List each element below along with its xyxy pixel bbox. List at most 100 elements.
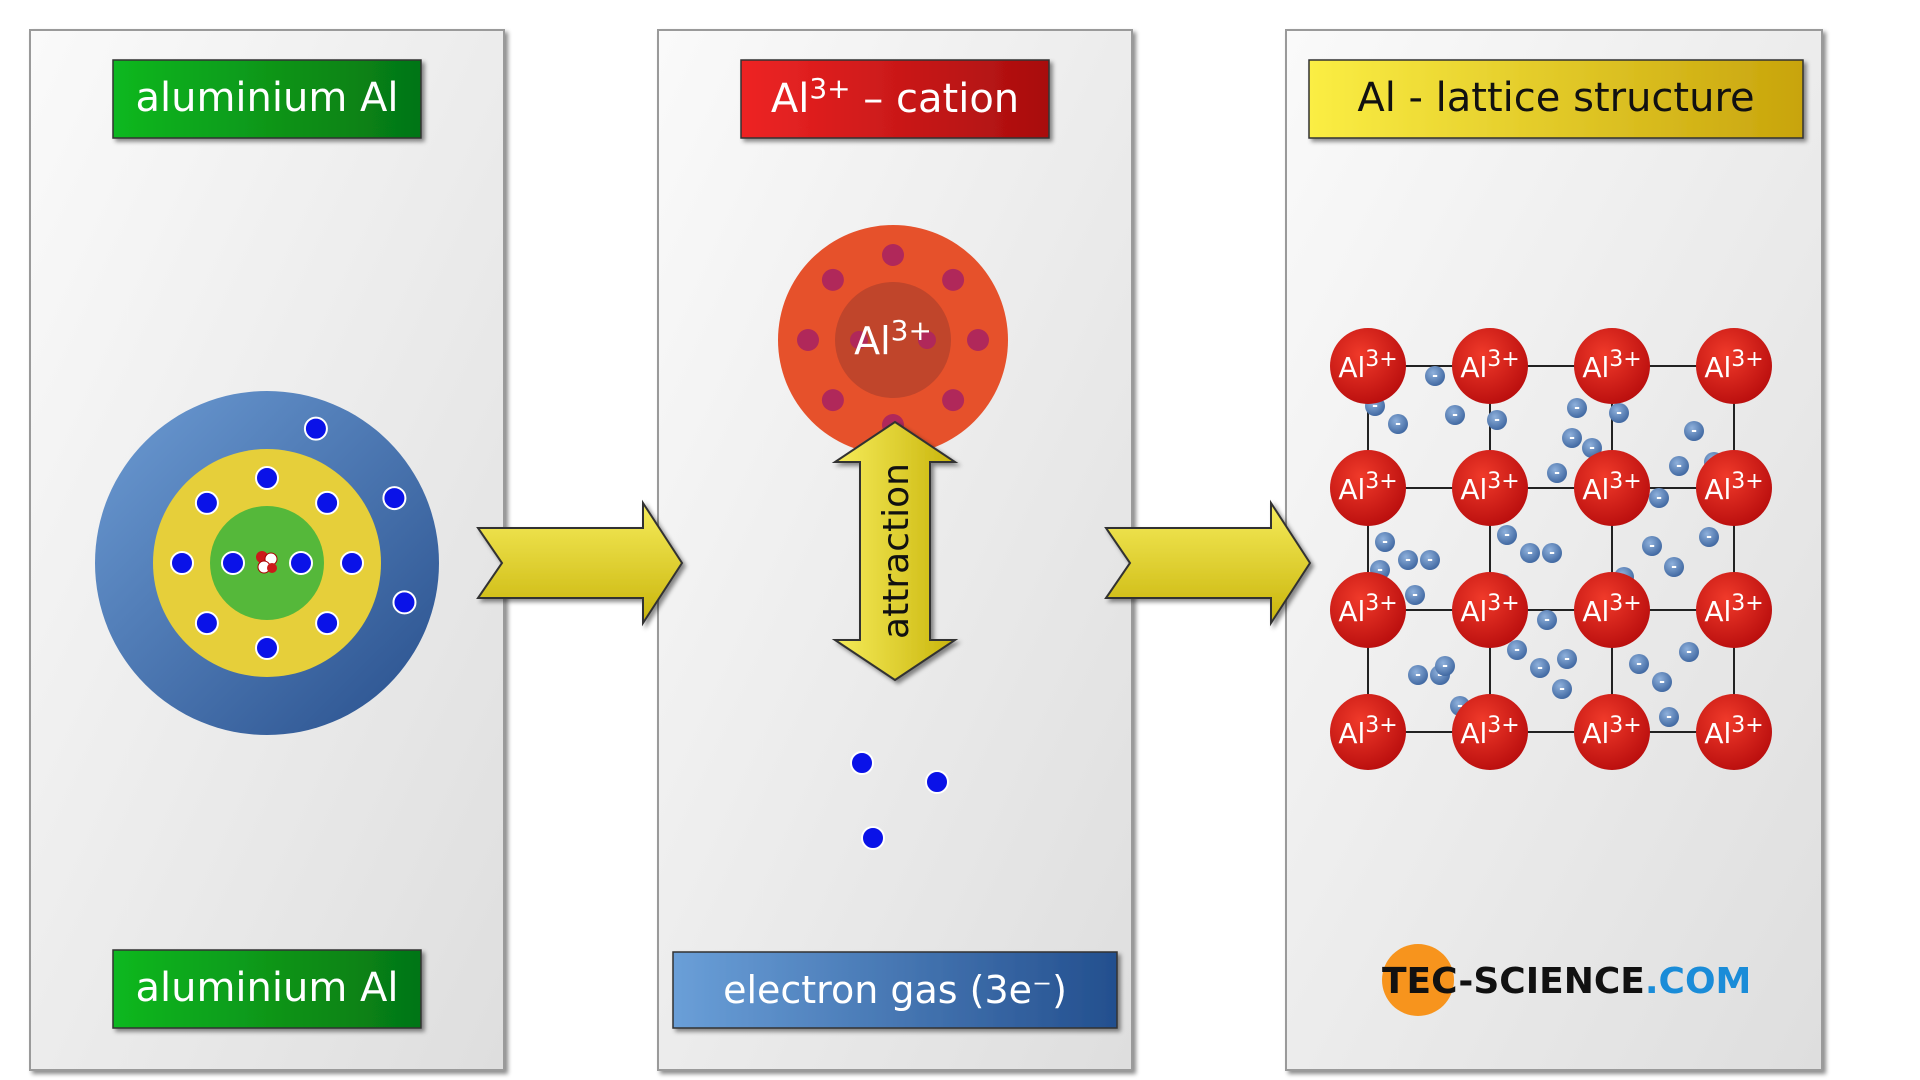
- lattice-ion: Al3+: [1452, 328, 1528, 404]
- lattice-electron: -: [1609, 403, 1629, 423]
- svg-text:-: -: [1549, 545, 1555, 561]
- lattice-electron: -: [1420, 550, 1440, 570]
- title-cation-charge: 3+: [809, 72, 850, 105]
- svg-text:-: -: [1671, 559, 1677, 575]
- svg-text:Al3+: Al3+: [1338, 469, 1397, 506]
- lattice-electron: -: [1425, 366, 1445, 386]
- svg-text:-: -: [1636, 656, 1642, 672]
- lattice-ion: Al3+: [1330, 572, 1406, 648]
- lattice-ion: Al3+: [1696, 694, 1772, 770]
- svg-text:-: -: [1559, 681, 1565, 697]
- cation-electron: [942, 268, 965, 291]
- electron: [392, 590, 417, 615]
- svg-text:-: -: [1452, 407, 1458, 423]
- lattice-electron: -: [1547, 463, 1567, 483]
- electron: [289, 551, 313, 575]
- footer-box-atom: aluminium Al: [112, 949, 422, 1029]
- svg-text:-: -: [1395, 416, 1401, 432]
- svg-text:Al3+: Al3+: [1460, 469, 1519, 506]
- electron: [255, 636, 279, 660]
- svg-text:-: -: [1686, 644, 1692, 660]
- svg-text:Al3+: Al3+: [1704, 347, 1763, 384]
- svg-text:-: -: [1415, 667, 1421, 683]
- tec-science-logo: TEC-SCIENCE.COM: [1382, 944, 1751, 1016]
- logo-orange-circle: [1382, 944, 1454, 1016]
- title-atom: aluminium Al: [135, 75, 398, 121]
- title-cation: Al3+ – cation: [771, 72, 1019, 122]
- svg-text:-: -: [1427, 552, 1433, 568]
- svg-text:-: -: [1574, 400, 1580, 416]
- svg-text:-: -: [1569, 430, 1575, 446]
- cation-electron: [882, 244, 904, 266]
- electron: [255, 466, 279, 490]
- svg-text:-: -: [1405, 552, 1411, 568]
- lattice-electron: -: [1642, 536, 1662, 556]
- cation-inner-electron: [850, 331, 868, 349]
- svg-text:Al3+: Al3+: [1582, 591, 1641, 628]
- lattice-electron: -: [1435, 656, 1455, 676]
- electron: [194, 611, 219, 636]
- svg-text:-: -: [1616, 405, 1622, 421]
- electron: [221, 551, 245, 575]
- lattice-ion: Al3+: [1330, 328, 1406, 404]
- free-electrons: [850, 751, 949, 850]
- free-electron: [850, 751, 874, 775]
- svg-text:Al3+: Al3+: [1460, 347, 1519, 384]
- lattice-structure: ----------------------------------------…: [1330, 328, 1772, 770]
- lattice-electron: -: [1629, 654, 1649, 674]
- svg-text:-: -: [1659, 674, 1665, 690]
- lattice-electron: -: [1375, 532, 1395, 552]
- title-box-cation: Al3+ – cation: [740, 59, 1050, 139]
- lattice-electron: -: [1552, 679, 1572, 699]
- svg-text:-: -: [1457, 698, 1463, 714]
- svg-text:Al3+: Al3+: [1338, 713, 1397, 750]
- svg-text:-: -: [1589, 440, 1595, 456]
- free-electron: [861, 826, 885, 850]
- svg-text:-: -: [1706, 529, 1712, 545]
- lattice-electron: -: [1582, 438, 1602, 458]
- lattice-ion: Al3+: [1574, 328, 1650, 404]
- title-lattice: Al - lattice structure: [1357, 75, 1754, 121]
- lattice-ion: Al3+: [1574, 572, 1650, 648]
- cation-electron: [821, 389, 844, 412]
- svg-text:-: -: [1514, 642, 1520, 658]
- svg-text:-: -: [1666, 709, 1672, 725]
- cation-electron: [797, 329, 819, 351]
- footer-box-cation: electron gas (3e⁻): [672, 951, 1118, 1029]
- svg-text:-: -: [1494, 412, 1500, 428]
- lattice-electron: -: [1497, 525, 1517, 545]
- lattice-electron: -: [1562, 428, 1582, 448]
- lattice-electron: -: [1567, 398, 1587, 418]
- svg-text:-: -: [1442, 658, 1448, 674]
- cation-ion-label: Al3+: [854, 314, 932, 363]
- lattice-ion: Al3+: [1452, 694, 1528, 770]
- svg-text:Al3+: Al3+: [1582, 469, 1641, 506]
- svg-text:Al3+: Al3+: [1460, 591, 1519, 628]
- title-cation-rest: – cation: [851, 76, 1020, 122]
- lattice-electron: -: [1679, 642, 1699, 662]
- cation-electron: [821, 268, 844, 291]
- lattice-electron: -: [1388, 414, 1408, 434]
- svg-text:Al3+: Al3+: [1704, 469, 1763, 506]
- lattice-electron: -: [1659, 707, 1679, 727]
- title-box-lattice: Al - lattice structure: [1308, 59, 1804, 139]
- cation-ion: Al3+: [778, 225, 1008, 455]
- arrow-atom-to-cation: [476, 499, 684, 627]
- lattice-electron: -: [1542, 543, 1562, 563]
- attraction-arrow: attraction: [831, 420, 959, 682]
- svg-text:-: -: [1504, 527, 1510, 543]
- attraction-label: attraction: [876, 463, 917, 639]
- lattice-electron: -: [1557, 649, 1577, 669]
- lattice-ion: Al3+: [1696, 450, 1772, 526]
- lattice-electron: -: [1507, 640, 1527, 660]
- svg-text:Al3+: Al3+: [1582, 713, 1641, 750]
- arrow-cation-to-lattice: [1104, 499, 1312, 627]
- title-box-atom: aluminium Al: [112, 59, 422, 139]
- footer-cation: electron gas (3e⁻): [723, 968, 1067, 1012]
- svg-text:Al3+: Al3+: [1460, 713, 1519, 750]
- svg-text:-: -: [1382, 534, 1388, 550]
- lattice-electron: -: [1398, 550, 1418, 570]
- svg-text:Al3+: Al3+: [1704, 591, 1763, 628]
- electron: [315, 490, 340, 515]
- lattice-electron: -: [1405, 585, 1425, 605]
